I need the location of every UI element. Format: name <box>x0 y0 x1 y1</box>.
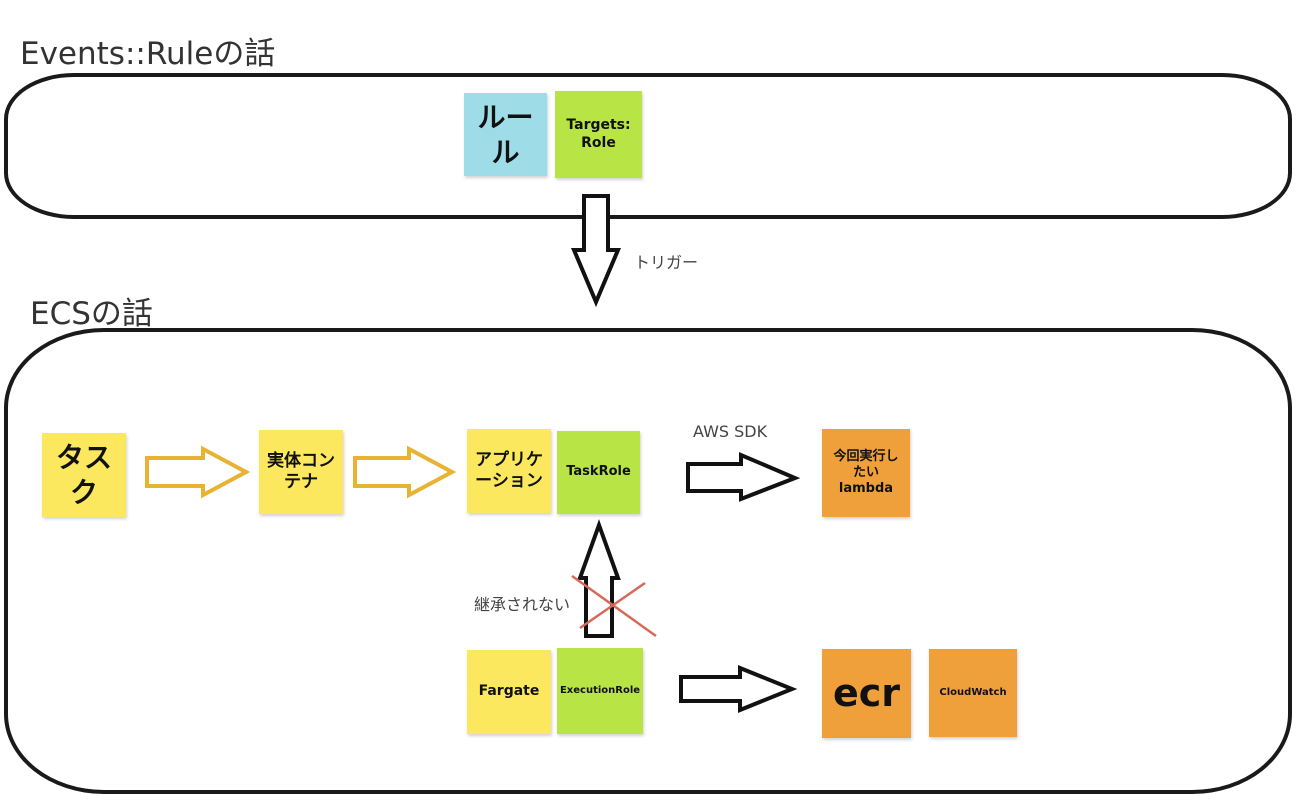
ecs-section-title: ECSの話 <box>30 296 153 332</box>
taskrole-note[interactable]: TaskRole <box>557 431 640 514</box>
lambda-note[interactable]: 今回実行したいlambda <box>822 429 910 517</box>
lambda-note-label: 今回実行したいlambda <box>833 448 899 497</box>
rule-note-label: ルール <box>477 100 534 169</box>
taskrole-to-lambda-arrow <box>686 451 801 502</box>
executionrole-note-label: ExecutionRole <box>559 684 641 696</box>
ecr-note-label: ecr <box>832 670 901 715</box>
targets-role-note-label: Targets: Role <box>566 117 631 151</box>
container-note[interactable]: 実体コンテナ <box>259 430 343 514</box>
targets-role-note[interactable]: Targets: Role <box>555 91 642 178</box>
container-note-label: 実体コンテナ <box>267 450 335 492</box>
taskrole-note-label: TaskRole <box>566 464 631 480</box>
fargate-note-label: Fargate <box>478 683 540 700</box>
aws-sdk-label: AWS SDK <box>693 422 768 441</box>
application-note-label: アプリケーション <box>475 449 543 491</box>
ecr-note[interactable]: ecr <box>822 649 911 738</box>
events-section-title: Events::Ruleの話 <box>20 36 276 72</box>
cloudwatch-note-label: CloudWatch <box>939 686 1007 698</box>
rule-note[interactable]: ルール <box>464 93 547 176</box>
trigger-label: トリガー <box>634 253 699 272</box>
ecs-panel <box>4 328 1292 794</box>
executionrole-note[interactable]: ExecutionRole <box>557 648 643 734</box>
container-to-application-arrow <box>353 445 457 499</box>
not-inherited-label: 継承されない <box>474 595 571 614</box>
inheritance-up-arrow <box>577 519 621 638</box>
events-rule-panel <box>4 73 1292 219</box>
fargate-note[interactable]: Fargate <box>467 650 551 734</box>
task-note[interactable]: タスク <box>42 433 126 517</box>
task-to-container-arrow <box>145 445 251 499</box>
trigger-arrow <box>570 194 622 308</box>
not-inherited-cross-icon <box>571 574 657 638</box>
executionrole-to-ecr-arrow <box>679 665 798 713</box>
task-note-label: タスク <box>55 441 112 509</box>
cloudwatch-note[interactable]: CloudWatch <box>929 649 1017 737</box>
application-note[interactable]: アプリケーション <box>467 429 551 513</box>
